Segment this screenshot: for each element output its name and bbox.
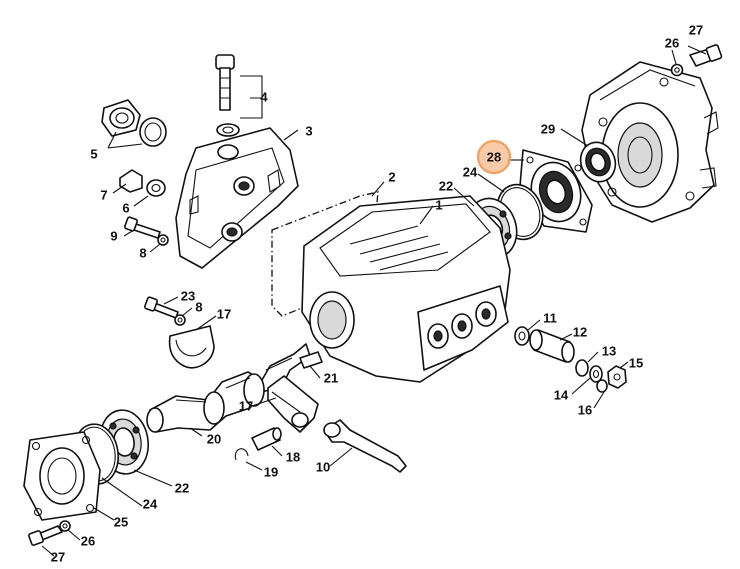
callout-4: 4 bbox=[260, 90, 268, 105]
callout-9: 9 bbox=[110, 229, 117, 244]
callout-13: 13 bbox=[602, 344, 616, 359]
nut-16 bbox=[596, 379, 608, 393]
callout-22-lower: 22 bbox=[175, 481, 189, 496]
valve-plug-4 bbox=[215, 54, 240, 137]
callout-3: 3 bbox=[305, 124, 312, 139]
screw-9 bbox=[124, 216, 161, 239]
plunger-rod-10 bbox=[323, 419, 407, 473]
callout-24-top: 24 bbox=[463, 165, 478, 180]
callout-labels: 27 26 4 5 3 2 1 7 6 9 8 29 28 24 22 11 1… bbox=[51, 23, 703, 565]
callout-22-top: 22 bbox=[439, 179, 453, 194]
callout-7: 7 bbox=[100, 188, 107, 203]
oil-plug-5 bbox=[101, 99, 141, 137]
o-ring-13 bbox=[575, 359, 589, 377]
pump-flange-housing bbox=[581, 61, 719, 223]
callout-17-upper: 17 bbox=[217, 307, 231, 322]
callout-26-top: 26 bbox=[665, 36, 679, 51]
callout-6: 6 bbox=[122, 201, 129, 216]
callout-27-lower: 27 bbox=[51, 550, 65, 565]
callout-27-top: 27 bbox=[689, 23, 703, 38]
callout-23: 23 bbox=[181, 289, 195, 304]
bolt-27-top bbox=[689, 44, 723, 67]
crankcase-cover-3 bbox=[175, 127, 299, 269]
washer-6 bbox=[146, 179, 166, 197]
callout-15: 15 bbox=[629, 356, 643, 371]
callout-8-upper: 8 bbox=[139, 246, 146, 261]
seal-ring-5 bbox=[139, 117, 167, 147]
crankshaft-20 bbox=[146, 343, 311, 433]
callout-21: 21 bbox=[324, 371, 338, 386]
callout-24-lower: 24 bbox=[143, 497, 158, 512]
key-21 bbox=[299, 351, 323, 369]
connecting-rod-17 bbox=[267, 375, 319, 433]
connecting-rod-cap-17 bbox=[168, 325, 215, 369]
plunger-sleeve-12 bbox=[529, 329, 575, 363]
crankcase-1 bbox=[301, 195, 511, 383]
washer-8-lower bbox=[174, 314, 186, 326]
highlight-ring-28 bbox=[476, 139, 512, 175]
callout-14: 14 bbox=[554, 388, 569, 403]
callout-26-lower: 26 bbox=[81, 534, 95, 549]
washer-26-top bbox=[670, 63, 684, 77]
piston-pin-18 bbox=[251, 427, 282, 451]
callout-17-lower: 17 bbox=[239, 399, 253, 414]
callout-29: 29 bbox=[541, 122, 555, 137]
screw-plug-7 bbox=[119, 169, 143, 193]
washer-26-lower bbox=[59, 520, 71, 532]
bolt-27-lower bbox=[28, 525, 63, 546]
bearing-cover-25 bbox=[23, 431, 101, 521]
nut-15 bbox=[607, 365, 627, 389]
callout-20: 20 bbox=[207, 432, 221, 447]
callout-1: 1 bbox=[435, 198, 442, 213]
washer-11 bbox=[514, 326, 530, 346]
callout-11: 11 bbox=[543, 311, 557, 326]
callout-10: 10 bbox=[316, 460, 330, 475]
callout-2: 2 bbox=[388, 170, 395, 185]
callout-28: 28 bbox=[487, 150, 501, 165]
highlight-marker-28 bbox=[478, 141, 510, 173]
radial-seal-29 bbox=[579, 141, 617, 183]
callout-16: 16 bbox=[578, 403, 592, 418]
callout-12: 12 bbox=[573, 325, 587, 340]
callout-25: 25 bbox=[114, 515, 128, 530]
callout-18: 18 bbox=[286, 450, 300, 465]
circlip-19 bbox=[234, 448, 249, 461]
callout-8-lower: 8 bbox=[195, 300, 202, 315]
callout-5: 5 bbox=[90, 147, 97, 162]
leader-lines bbox=[41, 45, 707, 557]
washer-14 bbox=[589, 365, 603, 383]
washer-8-upper bbox=[157, 234, 169, 246]
callout-19: 19 bbox=[264, 465, 278, 480]
